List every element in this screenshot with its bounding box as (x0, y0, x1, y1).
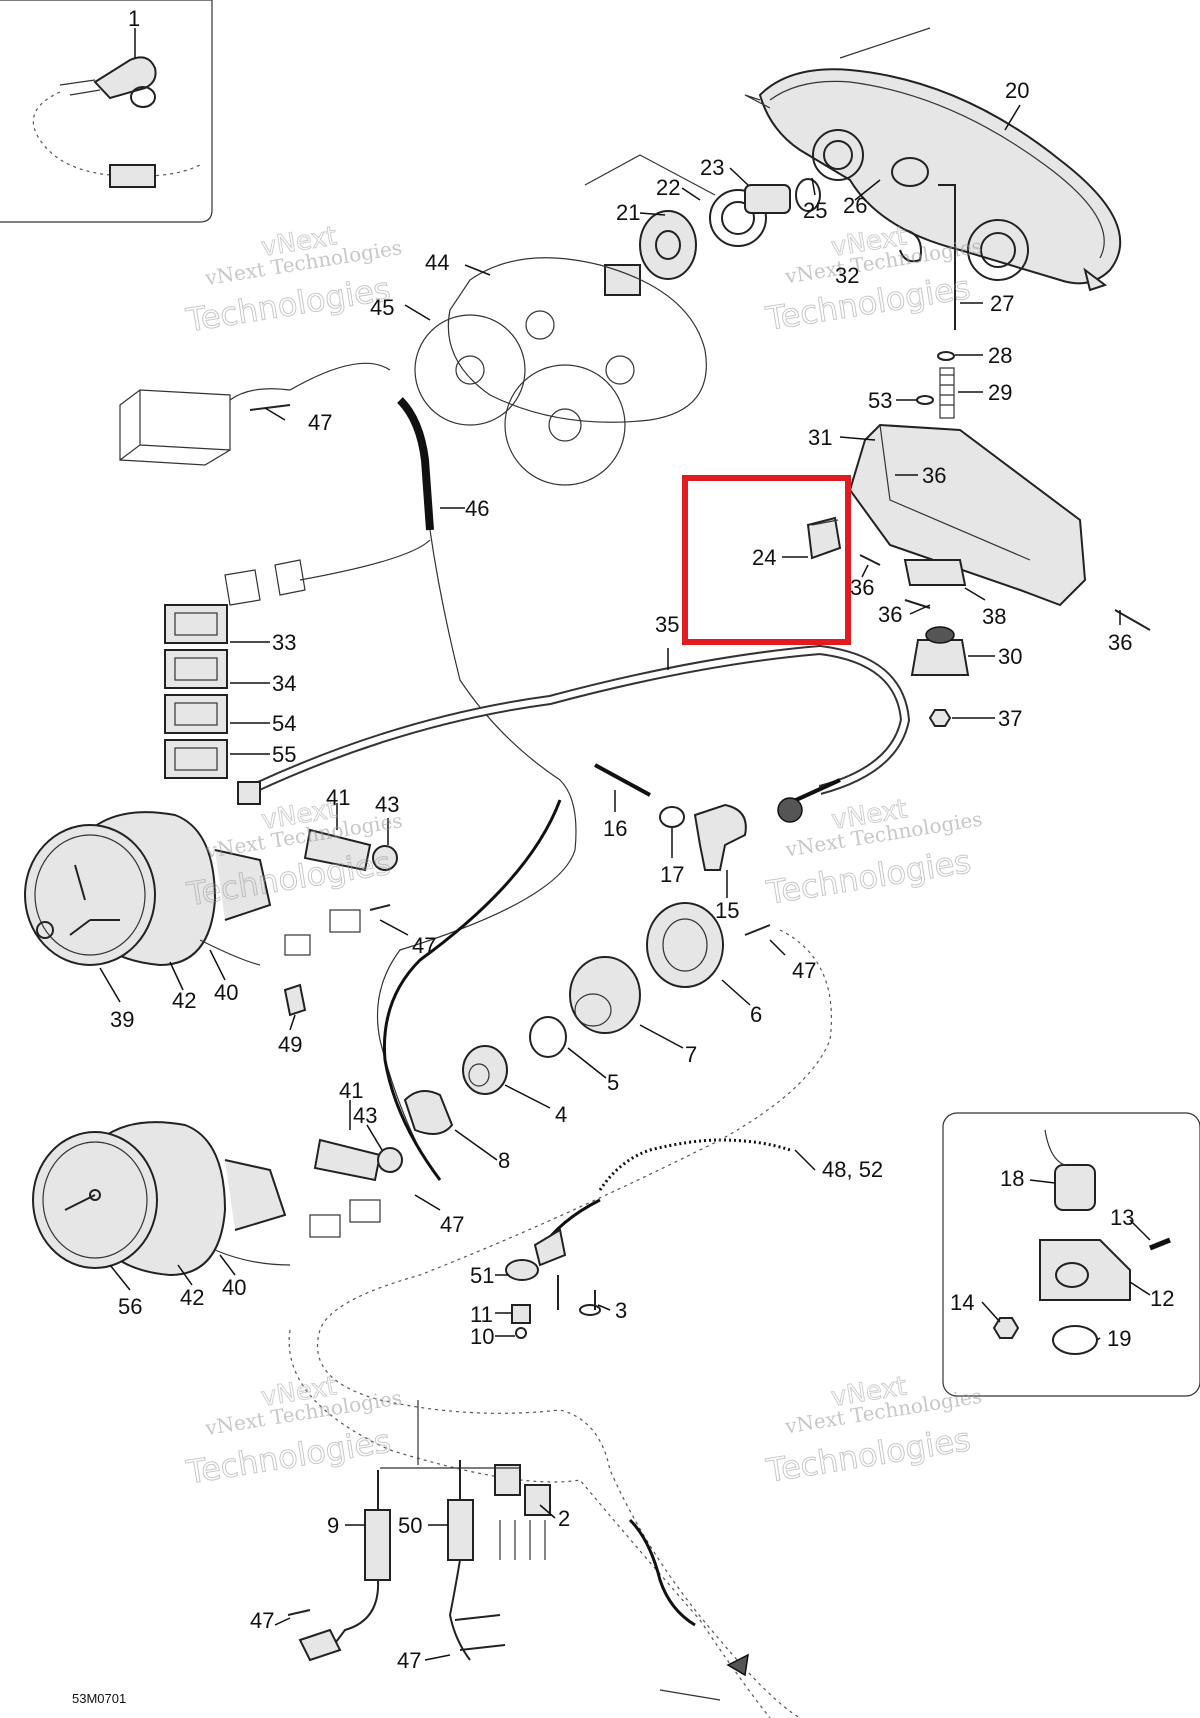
callout-25: 25 (803, 198, 827, 223)
callout-41-a: 41 (326, 785, 350, 810)
callout-11: 11 (470, 1302, 493, 1327)
callout-55: 55 (272, 742, 296, 767)
reference-code: 53M0701 (72, 1691, 126, 1706)
callout-37: 37 (998, 706, 1022, 731)
callout-51: 51 (470, 1263, 494, 1288)
callout-21: 21 (616, 200, 640, 225)
callout-labels: 1 20 23 22 21 25 26 44 32 45 27 28 29 53… (110, 6, 1174, 1673)
callout-47-right: 47 (792, 958, 816, 983)
callout-24: 24 (752, 545, 776, 570)
callout-26: 26 (843, 193, 867, 218)
bracket (848, 423, 1151, 631)
callout-27: 27 (990, 291, 1014, 316)
callout-32: 32 (835, 263, 859, 288)
inset-sensor (942, 1112, 1200, 1397)
wire-harness (299, 397, 577, 1181)
callout-1: 1 (128, 6, 140, 31)
callout-43-b: 43 (353, 1103, 377, 1128)
bottom-switches (287, 1400, 551, 1662)
callout-42-a: 42 (172, 988, 196, 1013)
callout-9: 9 (327, 1513, 339, 1538)
callout-47-bottom-a: 47 (250, 1608, 274, 1633)
callout-45: 45 (370, 295, 394, 320)
speedometer-cable (237, 644, 911, 823)
callout-10: 10 (470, 1324, 494, 1349)
callout-50: 50 (398, 1513, 422, 1538)
adjuster-knob (910, 626, 970, 727)
callout-29: 29 (988, 380, 1012, 405)
part-24 (806, 516, 842, 560)
callout-39: 39 (110, 1007, 134, 1032)
callout-2: 2 (558, 1506, 570, 1531)
gauge-upper (24, 811, 398, 967)
callout-12: 12 (1150, 1286, 1174, 1311)
callout-47-bottom-b: 47 (397, 1648, 421, 1673)
callout-34: 34 (272, 671, 296, 696)
callout-56: 56 (118, 1294, 142, 1319)
tether-cord (533, 1138, 791, 1267)
callout-54: 54 (272, 711, 296, 736)
switch-stack (164, 559, 306, 779)
gauge-plates (414, 257, 707, 486)
callout-6: 6 (750, 1002, 762, 1027)
callout-53: 53 (868, 388, 892, 413)
callout-8: 8 (498, 1148, 510, 1173)
cable-fittings (594, 763, 747, 871)
ignition-parts (403, 902, 771, 1135)
callout-16: 16 (603, 816, 627, 841)
callout-43-a: 43 (375, 792, 399, 817)
callout-49: 49 (278, 1032, 302, 1057)
callout-46: 46 (465, 496, 489, 521)
callout-22: 22 (656, 175, 680, 200)
inset-key-switch (0, 0, 213, 223)
watermark-top-left: vNext vNext Technologies Technologies (182, 221, 403, 340)
callout-42-b: 42 (180, 1285, 204, 1310)
callout-44: 44 (425, 250, 449, 275)
callout-30: 30 (998, 644, 1022, 669)
callout-18: 18 (1000, 1166, 1024, 1191)
adjuster-rod (916, 184, 956, 419)
bulb-connector-upper (283, 904, 391, 1017)
callout-4: 4 (555, 1102, 567, 1127)
callout-7: 7 (685, 1042, 697, 1067)
callout-23: 23 (700, 155, 724, 180)
callout-36-a: 36 (922, 463, 946, 488)
bulb-assembly (584, 154, 929, 296)
callout-35: 35 (655, 612, 679, 637)
callout-48-52: 48, 52 (822, 1157, 883, 1182)
watermark-bottom-right: vNext vNext Technologies Technologies (763, 1371, 984, 1491)
callout-40-b: 40 (222, 1275, 246, 1300)
callout-47-lower: 47 (440, 1212, 464, 1237)
callout-41-b: 41 (339, 1078, 363, 1103)
highlight-box (682, 475, 851, 645)
callout-20: 20 (1005, 78, 1029, 103)
connector-module (119, 362, 391, 466)
callout-5: 5 (607, 1070, 619, 1095)
callout-47-top: 47 (308, 410, 332, 435)
small-fasteners (505, 1259, 601, 1339)
leader-lines (99, 28, 1151, 1661)
handlebar-outline (288, 929, 832, 1718)
callout-13: 13 (1110, 1205, 1134, 1230)
callout-47-mid: 47 (412, 933, 436, 958)
callout-36-d: 36 (1108, 630, 1132, 655)
callout-36-c: 36 (878, 602, 902, 627)
callout-19: 19 (1107, 1326, 1131, 1351)
callout-36-b: 36 (850, 575, 874, 600)
callout-40-a: 40 (214, 980, 238, 1005)
callout-28: 28 (988, 343, 1012, 368)
callout-14: 14 (950, 1290, 974, 1315)
callout-15: 15 (715, 898, 739, 923)
gauge-lower (32, 1121, 403, 1277)
headlight-housing (744, 27, 1122, 292)
watermark-bottom-left: vNext vNext Technologies Technologies (183, 1371, 404, 1492)
callout-33: 33 (272, 630, 296, 655)
callout-3: 3 (615, 1298, 627, 1323)
callout-31: 31 (808, 425, 832, 450)
callout-17: 17 (660, 862, 684, 887)
callout-38: 38 (982, 604, 1006, 629)
